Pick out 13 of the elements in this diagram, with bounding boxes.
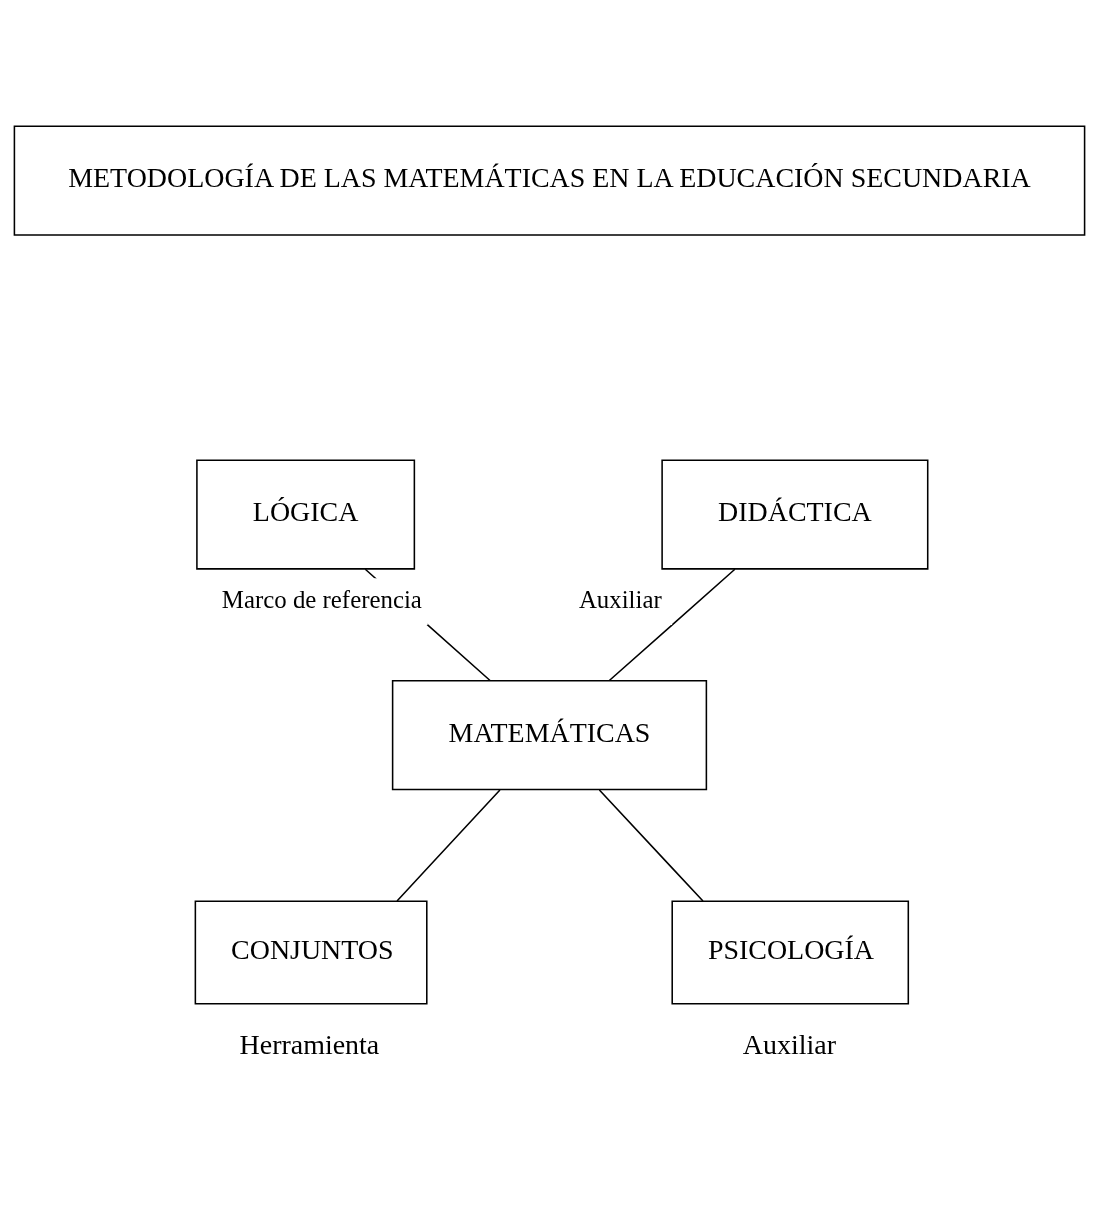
node-label: Herramienta (239, 1028, 380, 1060)
node-box: MATEMÁTICAS (391, 679, 708, 790)
connector (608, 568, 736, 681)
connector (598, 788, 704, 902)
node-box: CONJUNTOS (194, 900, 428, 1005)
node-box: LÓGICA (196, 458, 416, 570)
node-label: Auxiliar (742, 1028, 836, 1060)
node-box: METODOLOGÍA DE LAS MATEMÁTICAS EN LA EDUCACIÓN SECUNDARIA (13, 124, 1086, 236)
node-box: DIDÁCTICA (661, 458, 929, 570)
node-box: PSICOLOGÍA (671, 900, 910, 1005)
edge-label: Auxiliar (578, 585, 662, 613)
connector (396, 788, 501, 902)
edge-label: Marco de referencia (221, 585, 422, 613)
